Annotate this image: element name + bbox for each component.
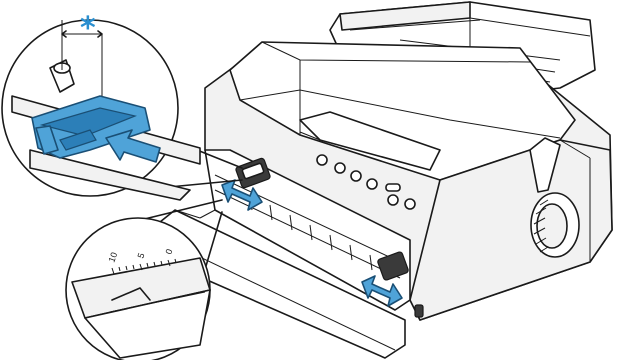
callout-marker: * — [80, 11, 96, 46]
latch — [415, 305, 423, 317]
platen-knob — [531, 193, 579, 257]
